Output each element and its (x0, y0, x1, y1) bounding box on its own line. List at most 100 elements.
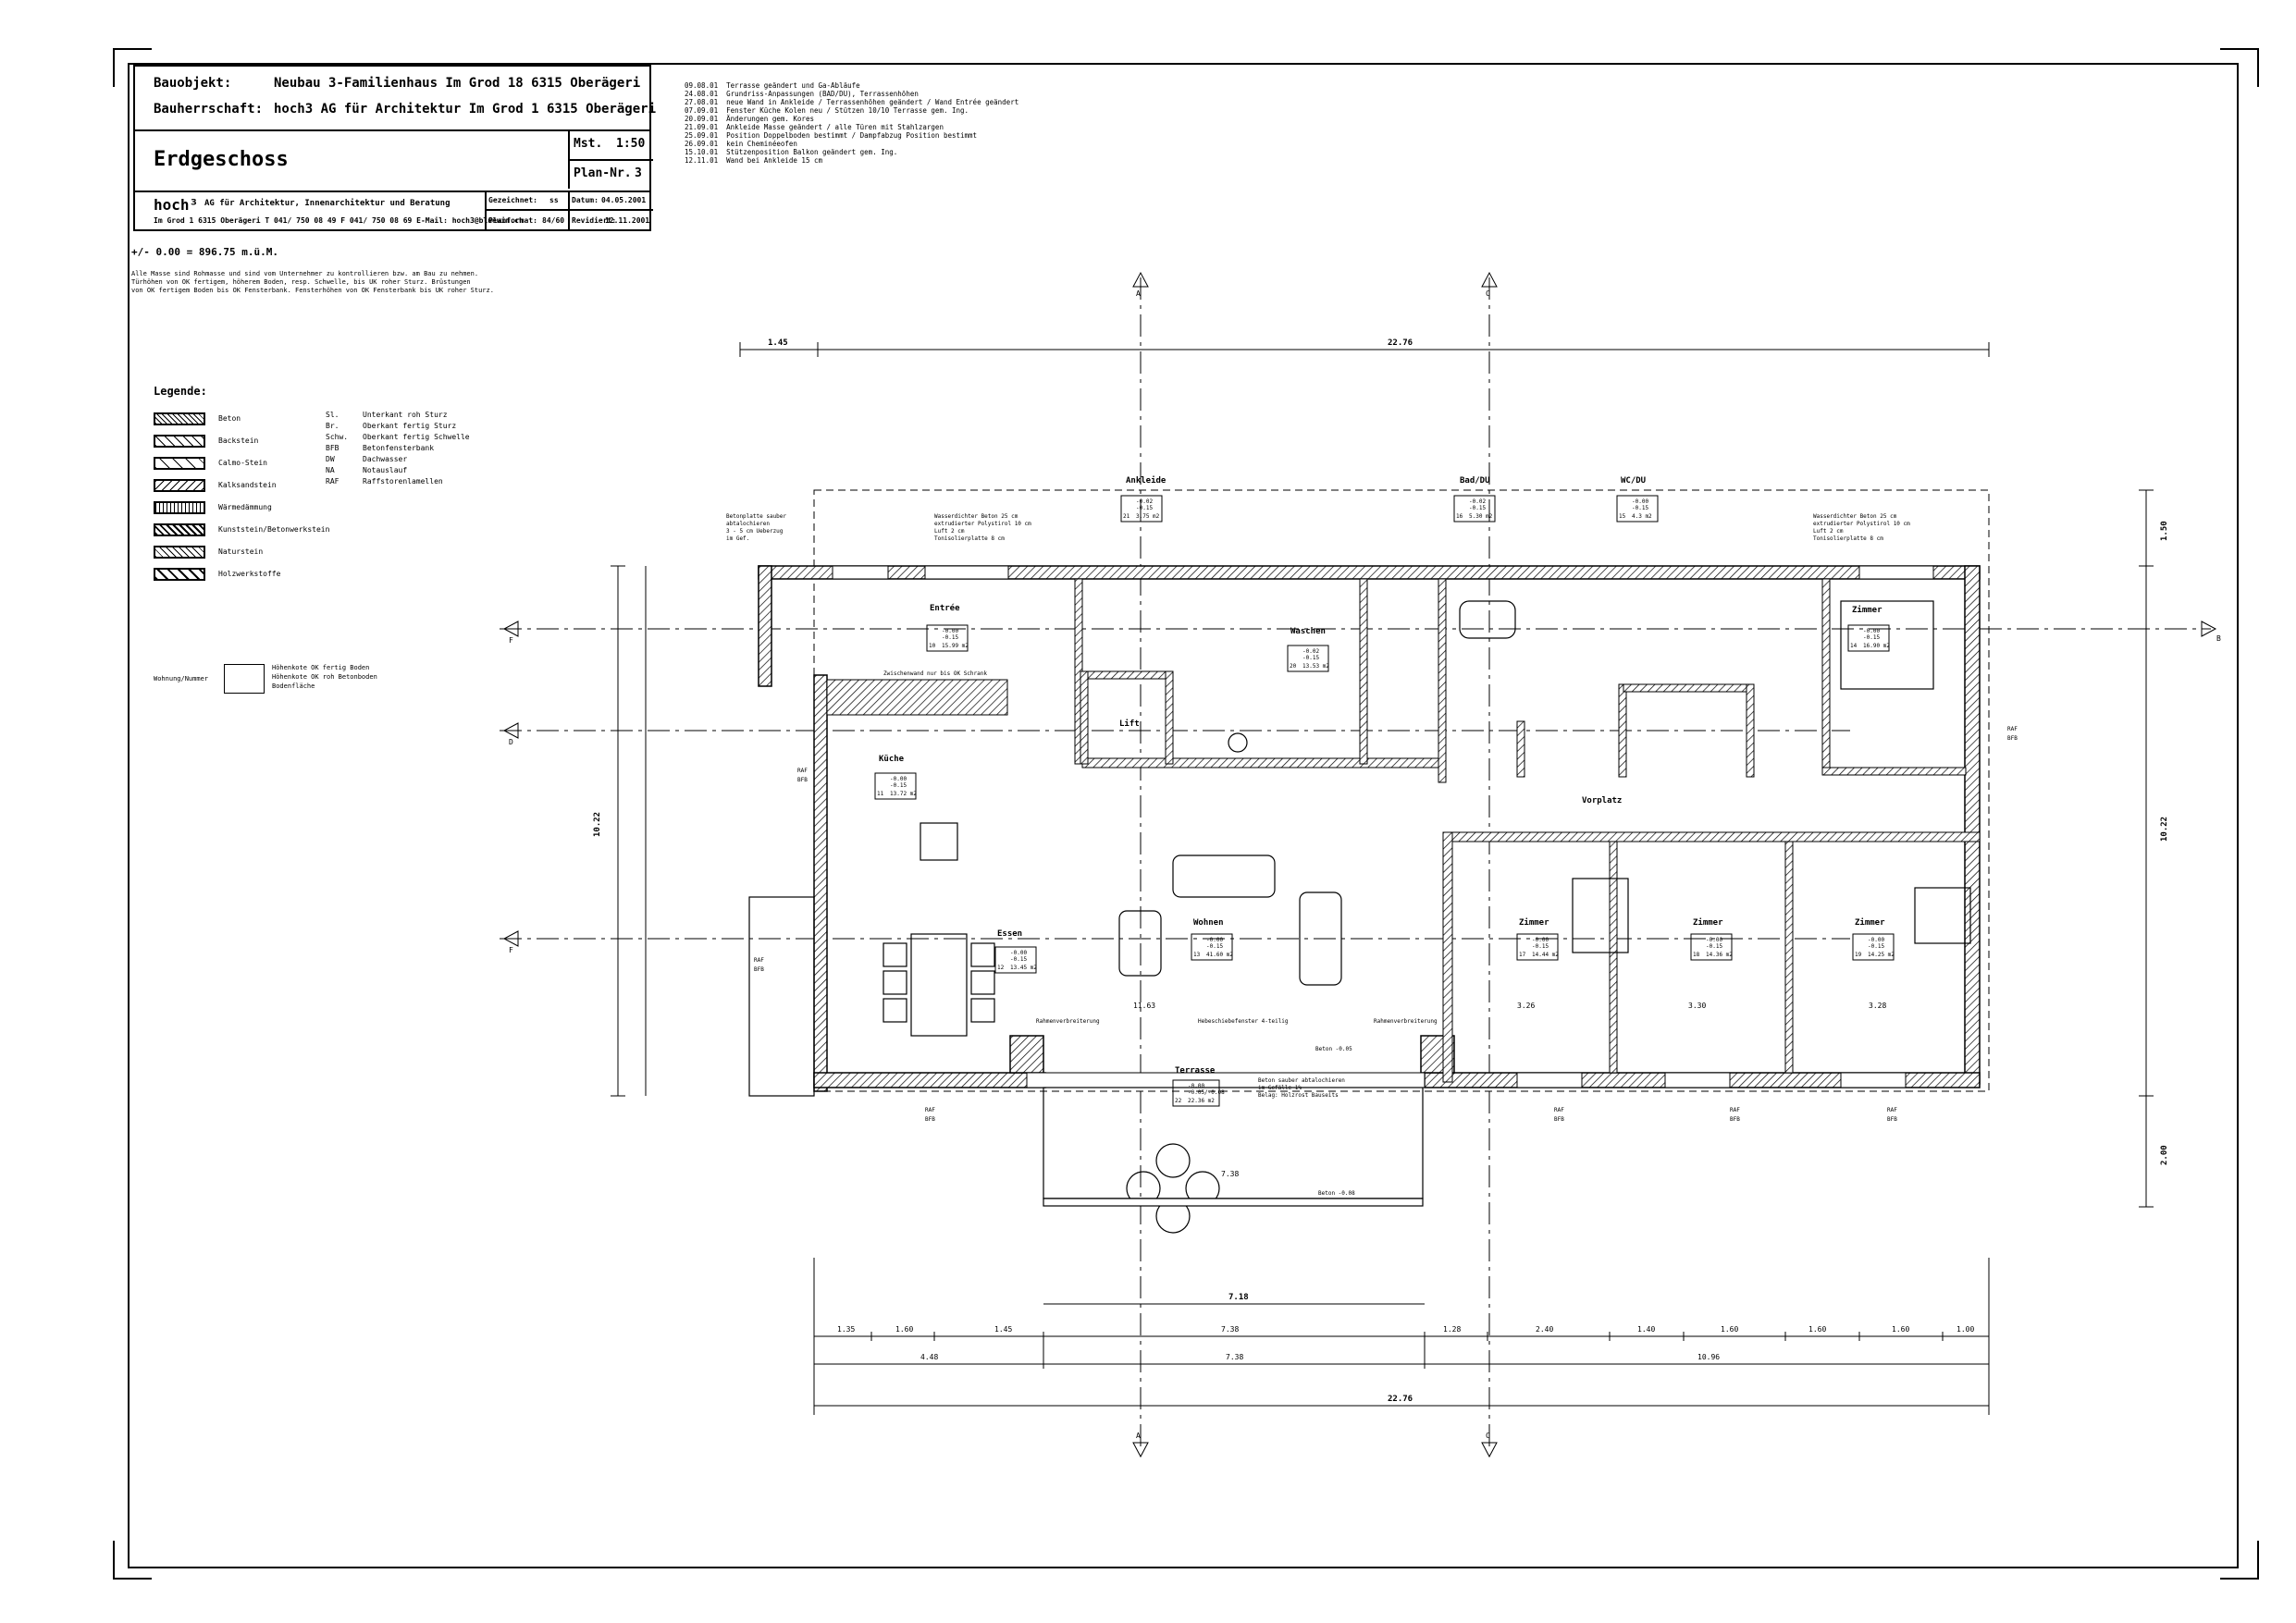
zwischenwand-note: Zwischenwand nur bis OK Schrank (883, 670, 987, 677)
section-marker-d: D (509, 738, 513, 746)
bauobjekt-value: Neubau 3-Familienhaus Im Grod 18 6315 Ob… (274, 76, 641, 91)
general-note: Alle Masse sind Rohmasse und sind vom Un… (131, 270, 494, 294)
room-e2-ankleide: -0.15 (1136, 505, 1153, 511)
room-e2-zimmer-18: -0.15 (1706, 943, 1722, 950)
corner-mark-tl (113, 48, 152, 87)
room-e1-wc: -0.00 (1632, 498, 1648, 505)
room-name-bad: Bad/DU (1460, 476, 1490, 486)
abbr-6-text: Notauslauf (363, 466, 408, 474)
room-name-kueche: Küche (879, 755, 905, 764)
room-num-zimmer-14: 14 (1850, 643, 1858, 649)
scale-label: Mst. (574, 137, 603, 151)
legend-title: Legende: (154, 385, 207, 398)
room-e2-waschen: -0.15 (1302, 655, 1319, 661)
corner-mark-bl (113, 1541, 152, 1580)
dim-room-18: 3.30 (1688, 1002, 1706, 1010)
dim-bottom-row1-8: 1.60 (1721, 1325, 1738, 1334)
abbr-4-text: Betonfensterbank (363, 444, 435, 452)
room-e2-zimmer-17: -0.15 (1532, 943, 1549, 950)
legend-swatch-calmo (154, 457, 205, 470)
dim-bottom-total: 22.76 (1388, 1395, 1413, 1404)
room-key-label: Wohnung/Nummer (154, 675, 209, 682)
raf-label-4: RAF (1554, 1107, 1564, 1113)
room-name-wohnen: Wohnen (1193, 918, 1224, 928)
room-num-entree: 10 (929, 643, 936, 649)
room-area-essen: 13.45 m2 (1010, 965, 1037, 971)
legend-label-holzwerkstoffe: Holzwerkstoffe (218, 570, 281, 578)
beton-005-note: Beton -0.05 (1315, 1046, 1352, 1052)
room-area-entree: 15.99 m2 (942, 643, 969, 649)
legend-label-waermedaemmung: Wärmedämmung (218, 503, 272, 511)
dimension-right (2139, 489, 2154, 1208)
room-e2-entree: -0.15 (942, 634, 958, 641)
corner-mark-tr (2220, 48, 2259, 87)
abbr-1-text: Unterkant roh Sturz (363, 411, 448, 419)
abbr-1: Sl. (326, 411, 339, 419)
gezeichnet-label: Gezeichnet: (488, 196, 537, 204)
room-area-zimmer-17: 14.44 m2 (1532, 952, 1559, 958)
room-name-zimmer-14: Zimmer (1852, 605, 1882, 615)
dimension-bottom (813, 1258, 1990, 1415)
room-e1-zimmer-18: -0.00 (1706, 937, 1722, 943)
planformat-label: Planformat: (488, 216, 537, 225)
room-num-kueche: 11 (877, 791, 884, 797)
room-e2-zimmer-19: -0.15 (1868, 943, 1884, 950)
dim-left-total: 10.22 (593, 812, 602, 837)
exterior-stair (748, 896, 815, 1097)
bfb-label-6: BFB (1887, 1116, 1897, 1123)
dim-room-17: 3.26 (1517, 1002, 1535, 1010)
room-e1-essen: -0.00 (1010, 950, 1027, 956)
raf-label-2: RAF (2007, 726, 2018, 732)
room-num-terrasse: 22 (1175, 1098, 1182, 1104)
room-e2-terrasse: -0.05/-0.08 (1188, 1089, 1225, 1096)
dim-bottom-row1-9: 1.60 (1808, 1325, 1826, 1334)
abbr-4: BFB (326, 444, 339, 452)
abbr-3: Schw. (326, 433, 349, 441)
room-e1-waschen: -0.02 (1302, 648, 1319, 655)
legend-swatch-kunststein (154, 523, 205, 536)
abbr-7-text: Raffstorenlamellen (363, 477, 443, 486)
raf-label-6: RAF (1887, 1107, 1897, 1113)
dim-bottom-row1-4: 7.38 (1221, 1325, 1239, 1334)
bfb-label-7: BFB (754, 966, 764, 973)
dim-bottom-row1-3: 1.45 (994, 1325, 1012, 1334)
room-name-entree: Entrée (930, 603, 960, 613)
dim-bottom-top-1: 7.18 (1228, 1293, 1249, 1302)
legend-swatch-naturstein (154, 546, 205, 559)
dim-bottom-row1-2: 1.60 (895, 1325, 913, 1334)
dim-bottom-row1-7: 1.40 (1637, 1325, 1655, 1334)
dimension-top (739, 342, 1990, 357)
room-num-waschen: 20 (1290, 663, 1297, 670)
drawing-title: Erdgeschoss (154, 148, 289, 171)
dim-terrace-width: 7.38 (1221, 1170, 1239, 1178)
abbr-5-text: Dachwasser (363, 455, 408, 463)
room-key-box (224, 664, 265, 694)
dim-bottom-row2-2: 7.38 (1226, 1353, 1243, 1361)
legend-label-beton: Beton (218, 414, 241, 423)
dim-right-top: 1.50 (2160, 521, 2169, 541)
revidiert-label: Revidiert: (572, 216, 617, 225)
section-marker-a-top: A (1136, 289, 1141, 298)
room-area-wc: 4.3 m2 (1632, 513, 1652, 520)
abbr-6: NA (326, 466, 335, 474)
dim-bottom-row2-3: 10.96 (1697, 1353, 1720, 1361)
bfb-label-4: BFB (1554, 1116, 1564, 1123)
dim-bottom-row2-1: 4.48 (920, 1353, 938, 1361)
room-num-wohnen: 13 (1193, 952, 1201, 958)
room-name-waschen: Waschen (1290, 627, 1326, 636)
title-block-firm-row: hoch³ AG für Architektur, Innenarchitekt… (135, 191, 653, 231)
room-e2-bad: -0.15 (1469, 505, 1486, 511)
legend-swatch-kalksandstein (154, 479, 205, 492)
revision-list: 09.08.01 Terrasse geändert und Ga-Abläuf… (685, 81, 1019, 165)
planformat-value: 84/60 (542, 216, 565, 225)
revidiert-value: 12.11.2001 (605, 216, 650, 225)
dim-bottom-row1-10: 1.60 (1892, 1325, 1909, 1334)
room-num-essen: 12 (997, 965, 1005, 971)
bauobjekt-label: Bauobjekt: (154, 76, 232, 91)
room-name-zimmer-17: Zimmer (1519, 917, 1549, 928)
room-e1-bad: -0.02 (1469, 498, 1486, 505)
drawing-frame (128, 63, 2239, 1568)
room-name-essen: Essen (997, 929, 1022, 939)
